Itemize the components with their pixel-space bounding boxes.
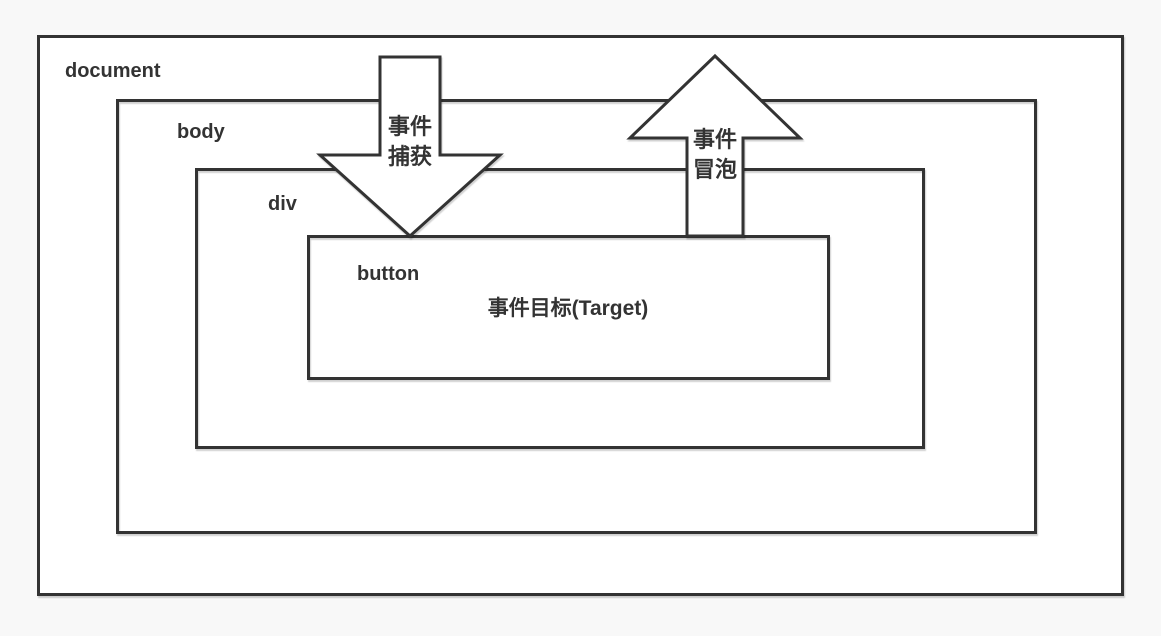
event-target-label: 事件目标(Target) <box>487 297 649 320</box>
event-capture-arrow-icon <box>316 55 504 239</box>
event-capture-label-line2: 捕获 <box>387 144 432 169</box>
event-bubble-label: 事件 冒泡 <box>640 125 790 185</box>
body-label: body <box>177 121 225 143</box>
event-capture-label: 事件 捕获 <box>335 112 485 172</box>
body-box <box>116 99 1037 534</box>
event-bubble-arrow-icon <box>626 53 804 238</box>
div-label: div <box>268 193 297 215</box>
button-box <box>307 235 830 380</box>
event-bubble-label-line1: 事件 <box>692 127 737 152</box>
div-box <box>195 168 925 449</box>
document-box <box>37 35 1124 596</box>
event-capture-label-line1: 事件 <box>387 114 432 139</box>
button-label: button <box>357 263 420 285</box>
event-bubble-label-line2: 冒泡 <box>692 157 737 182</box>
document-label: document <box>65 60 161 82</box>
